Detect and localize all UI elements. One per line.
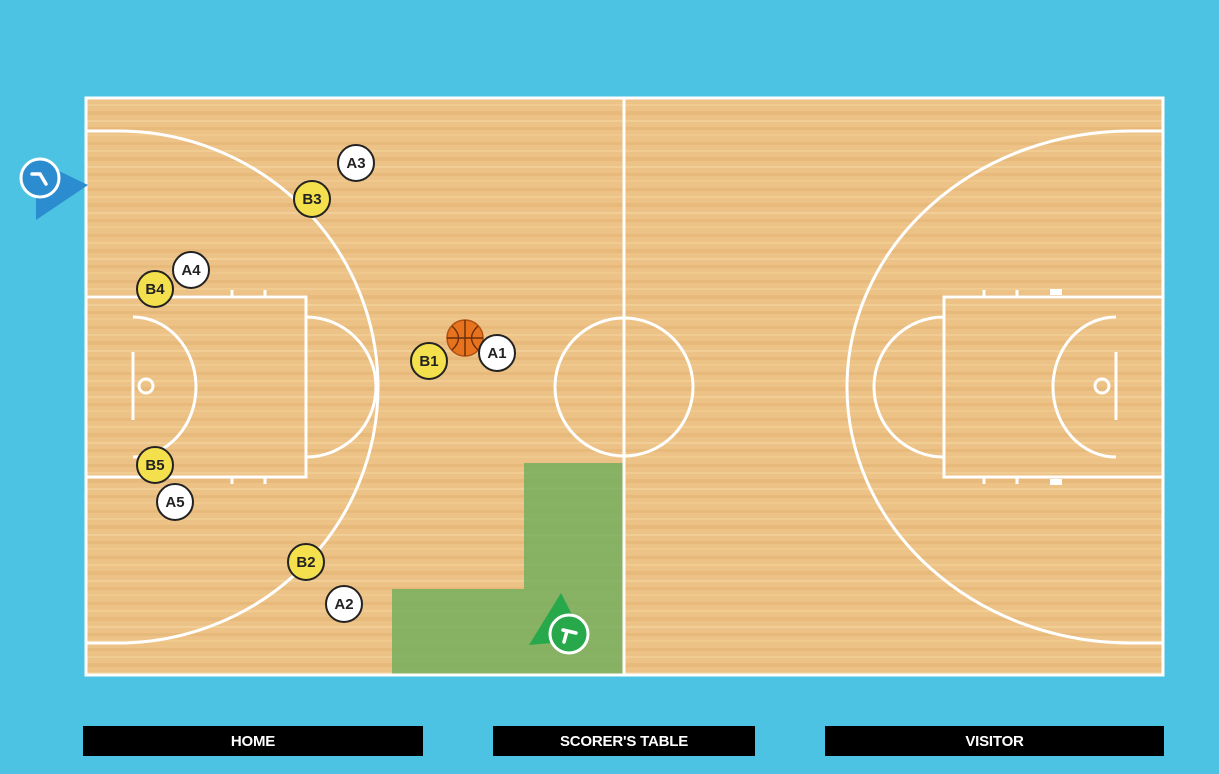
player-a4[interactable]: A4	[173, 252, 209, 288]
visitor-label: VISITOR	[825, 726, 1164, 756]
block-mark	[1050, 479, 1062, 485]
player-b2-label: B2	[296, 554, 315, 571]
player-a3[interactable]: A3	[338, 145, 374, 181]
player-b5-label: B5	[145, 457, 164, 474]
player-a3-label: A3	[346, 155, 365, 172]
basketball-icon[interactable]	[447, 320, 483, 356]
scorers-table-label: SCORER'S TABLE	[493, 726, 755, 756]
player-b3[interactable]: B3	[294, 181, 330, 217]
player-a2-label: A2	[334, 596, 353, 613]
player-a5[interactable]: A5	[157, 484, 193, 520]
block-mark	[1050, 289, 1062, 295]
player-a4-label: A4	[181, 262, 201, 279]
player-b2[interactable]: B2	[288, 544, 324, 580]
player-b1[interactable]: B1	[411, 343, 447, 379]
player-b5[interactable]: B5	[137, 447, 173, 483]
player-a2[interactable]: A2	[326, 586, 362, 622]
player-b3-label: B3	[302, 191, 321, 208]
player-b4-label: B4	[145, 281, 165, 298]
player-b4[interactable]: B4	[137, 271, 173, 307]
player-a5-label: A5	[165, 494, 184, 511]
player-a1-label: A1	[487, 345, 506, 362]
home-label: HOME	[83, 726, 423, 756]
player-a1[interactable]: A1	[479, 335, 515, 371]
referee-lead-icon[interactable]	[21, 159, 88, 220]
player-b1-label: B1	[419, 353, 438, 370]
